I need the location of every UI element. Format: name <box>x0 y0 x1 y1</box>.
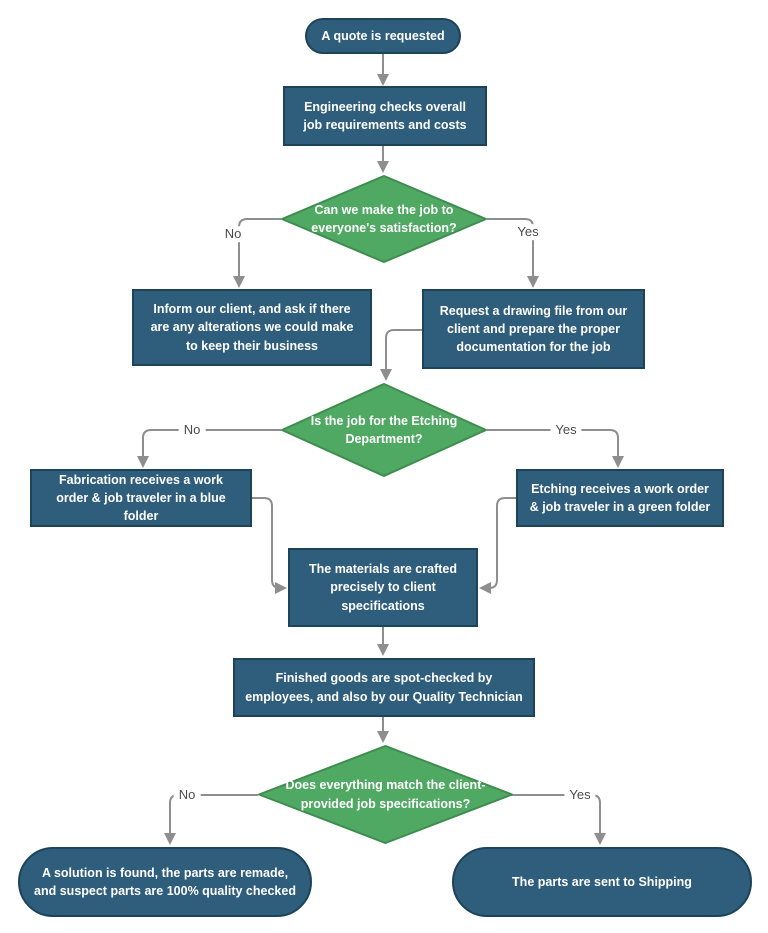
node-label: A quote is requested <box>321 28 445 43</box>
node-decision-etching: Is the job for the Etching Department? <box>281 383 487 477</box>
node-fabrication-order: Fabrication receives a work order & job … <box>30 469 252 527</box>
diamond-shape <box>258 745 513 844</box>
diamond-shape <box>281 175 487 263</box>
diamond-shape <box>281 383 487 477</box>
edge-request-etching-decision <box>380 329 422 381</box>
node-decision-satisfaction: Can we make the job to everyone's satisf… <box>281 175 487 263</box>
node-label: Does everything match the client-provide… <box>285 778 486 811</box>
node-label: The parts are sent to Shipping <box>512 874 692 889</box>
node-label: A solution is found, the parts are remad… <box>34 865 296 898</box>
node-etching-order: Etching receives a work order & job trav… <box>516 469 724 527</box>
node-solution-found: A solution is found, the parts are remad… <box>18 847 312 917</box>
node-label: Fabrication receives a work order & job … <box>56 472 226 524</box>
node-label: Request a drawing file from our client a… <box>439 303 628 355</box>
node-label: Finished goods are spot-checked by emplo… <box>245 671 523 704</box>
node-label: Can we make the job to everyone's satisf… <box>311 202 457 235</box>
edge-label-satisfaction-yes: Yes <box>512 224 544 240</box>
edge-label-match-no: No <box>173 787 201 803</box>
edge-label-satisfaction-no: No <box>219 226 247 242</box>
edge-etchingbox-materials <box>479 497 516 594</box>
node-request-drawing: Request a drawing file from our client a… <box>422 289 645 369</box>
edge-label-match-yes: Yes <box>564 787 596 803</box>
node-decision-match: Does everything match the client-provide… <box>258 745 513 844</box>
node-label: Engineering checks overall job requireme… <box>303 99 467 132</box>
node-label: Inform our client, and ask if there are … <box>150 302 354 353</box>
node-label: Etching receives a work order & job trav… <box>529 481 711 514</box>
edge-etching-no-fabrication <box>137 429 281 468</box>
node-finished-goods: Finished goods are spot-checked by emplo… <box>233 658 535 717</box>
node-parts-shipping: The parts are sent to Shipping <box>452 847 752 917</box>
node-inform-client: Inform our client, and ask if there are … <box>132 289 372 366</box>
edge-label-etching-no: No <box>178 422 206 438</box>
edge-fabrication-materials <box>252 497 287 594</box>
node-label: Is the job for the Etching Department? <box>310 413 458 446</box>
node-materials-crafted: The materials are crafted precisely to c… <box>288 548 478 627</box>
node-quote-requested: A quote is requested <box>305 18 461 54</box>
edge-label-etching-yes: Yes <box>550 422 582 438</box>
node-label: The materials are crafted precisely to c… <box>309 562 457 613</box>
node-engineering-checks: Engineering checks overall job requireme… <box>283 86 487 146</box>
